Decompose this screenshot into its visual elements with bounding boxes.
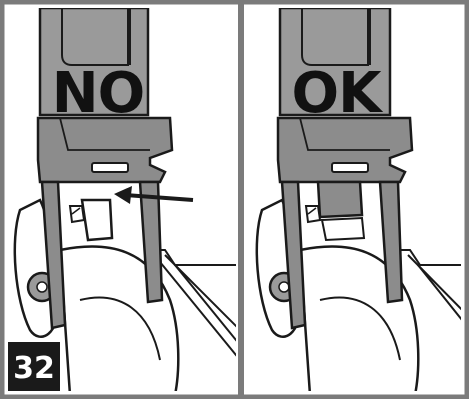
panel-label-no: NO bbox=[52, 61, 144, 126]
latch-slot bbox=[332, 163, 368, 172]
latch-slot bbox=[92, 163, 128, 172]
panel-label-ok: OK bbox=[292, 61, 385, 126]
step-number: 32 bbox=[13, 351, 55, 386]
latch-tab bbox=[82, 200, 112, 240]
latch-tab-engaged bbox=[318, 182, 362, 217]
